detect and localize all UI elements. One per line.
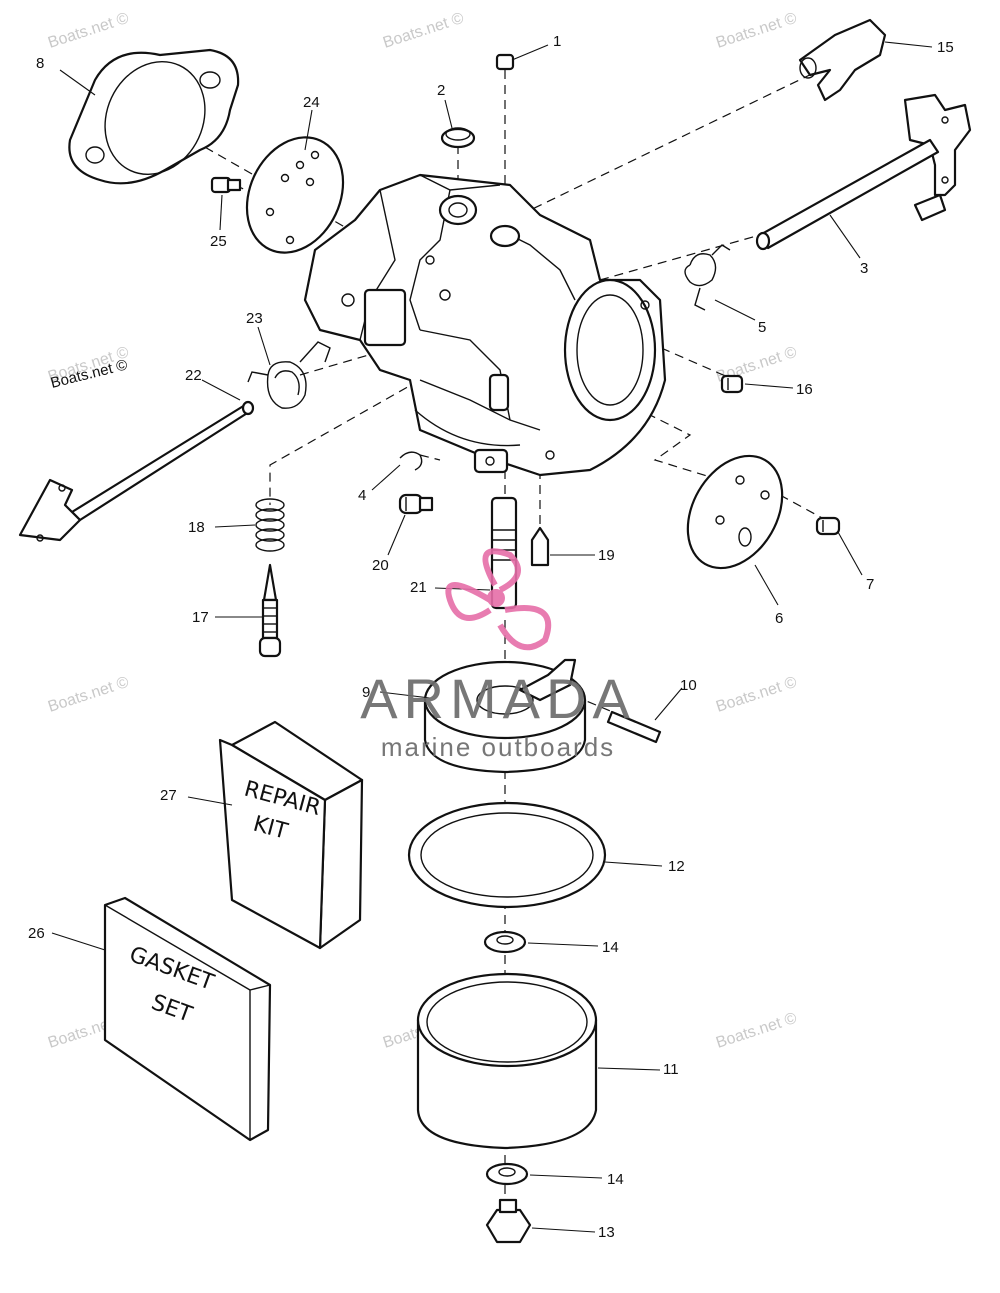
logo-tagline: marine outboards	[381, 732, 615, 762]
part-1-plug	[495, 53, 515, 71]
part-27-repair-kit-box: REPAIR KIT	[218, 720, 364, 950]
callout-19: 19	[598, 547, 615, 564]
callout-1: 1	[553, 33, 561, 50]
callout-9: 9	[362, 684, 370, 701]
part-2-welch-plug	[440, 127, 476, 149]
part-13-drain-nut	[485, 1198, 532, 1244]
callout-13: 13	[598, 1224, 615, 1241]
part-11-float-bowl	[416, 972, 598, 1150]
callout-11: 11	[663, 1061, 679, 1078]
callout-7: 7	[866, 576, 874, 593]
part-23-spring	[247, 341, 331, 409]
part-3-throttle-shaft	[755, 93, 972, 251]
part-6-throttle-plate	[686, 454, 784, 570]
watermark-text: Boats.net ©	[381, 10, 466, 52]
part-26-gasket-set: GASKET SET	[103, 896, 272, 1142]
callout-18: 18	[188, 519, 205, 536]
part-20-screw	[398, 493, 434, 515]
callout-26: 26	[28, 925, 45, 942]
part-19-inlet-needle	[530, 526, 550, 567]
callout-2: 2	[437, 82, 445, 99]
callout-27: 27	[160, 787, 177, 804]
part-14-washer-lower	[485, 1162, 529, 1186]
watermark-text: Boats.net ©	[714, 1010, 799, 1052]
callout-10: 10	[680, 677, 697, 694]
armada-logo: ARMADA marine outboards	[360, 548, 636, 762]
callout-14-lower: 14	[607, 1171, 624, 1188]
propeller-mark-icon	[445, 548, 552, 651]
callout-4: 4	[358, 487, 366, 504]
part-5-spring	[684, 244, 731, 311]
part-4-clip	[399, 451, 423, 471]
callout-12: 12	[668, 858, 685, 875]
part-14-washer-upper	[483, 930, 527, 954]
part-16-screw	[720, 374, 744, 394]
part-17-needle	[258, 563, 282, 658]
callout-15: 15	[937, 39, 954, 56]
part-15-fuel-fitting	[798, 18, 887, 102]
part-9-float	[423, 658, 587, 774]
part-18-spring	[255, 498, 285, 552]
callout-23: 23	[246, 310, 263, 327]
leader-lines	[51, 41, 933, 1233]
callout-22: 22	[185, 367, 202, 384]
watermark-text: Boats.net ©	[46, 674, 131, 716]
callout-6: 6	[775, 610, 783, 627]
callout-21: 21	[410, 579, 427, 596]
callout-14-upper: 14	[602, 939, 619, 956]
callout-5: 5	[758, 319, 766, 336]
part-22-choke-shaft	[18, 400, 255, 542]
part-12-bowl-gasket	[407, 801, 607, 909]
callout-24: 24	[303, 94, 320, 111]
watermark-text: Boats.net ©	[714, 674, 799, 716]
callout-20: 20	[372, 557, 389, 574]
watermark-text: Boats.net ©	[714, 10, 799, 52]
callout-labels: 1 2 3 4 5 6 7 8 9 10 11 12 13 14 14 15 1…	[28, 33, 954, 1241]
part-24-plate	[245, 136, 345, 254]
carburetor-body	[303, 173, 667, 477]
callout-25: 25	[210, 233, 227, 250]
part-7-screw	[815, 516, 841, 536]
part-10-float-pin	[606, 710, 662, 744]
callout-3: 3	[860, 260, 868, 277]
callout-8: 8	[36, 55, 44, 72]
logo-name: ARMADA	[360, 667, 636, 730]
part-8-flange-gasket	[68, 48, 240, 185]
part-25-screw	[210, 176, 242, 194]
watermark-text: Boats.net ©	[46, 10, 131, 52]
callout-16: 16	[796, 381, 813, 398]
callout-17: 17	[192, 609, 209, 626]
